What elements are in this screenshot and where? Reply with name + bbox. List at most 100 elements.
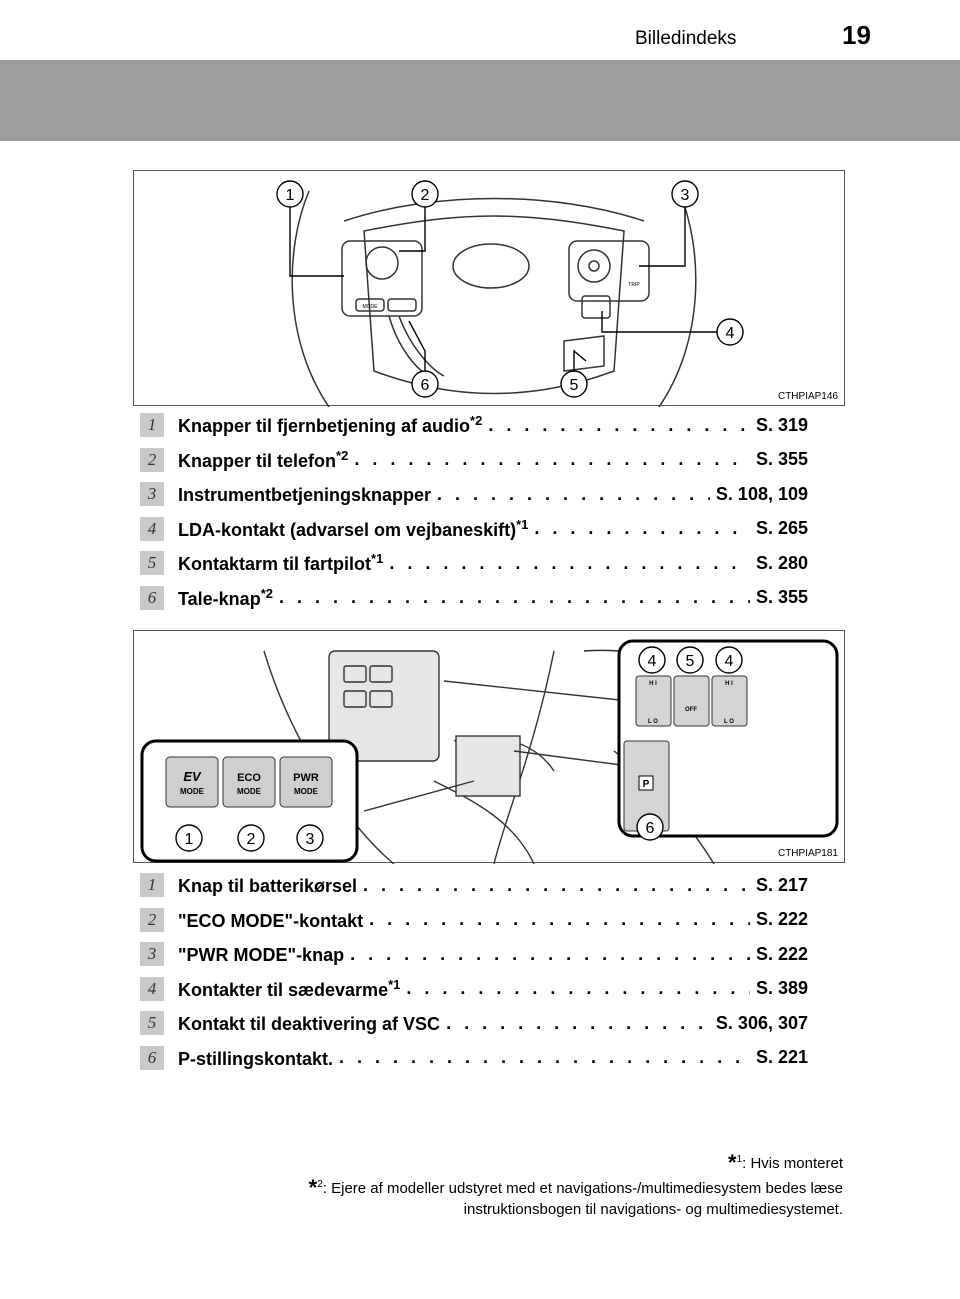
mode-button-text: MODE [363,304,379,310]
item-label: "ECO MODE"-kontakt [178,910,364,931]
fig2-callout-4a-text: 4 [648,653,657,670]
callout-1-text: 1 [286,187,295,204]
fig2-callout-3 [296,824,324,852]
item-label: Knapper til fjernbetjening af audio*2 [178,413,483,437]
pwr-label: PWR [293,772,319,784]
trip-button-text: TRIP [628,282,640,288]
pwr-mode-label: MODE [294,787,319,796]
item-number: 6 [140,1045,164,1070]
list-item: 2 Knapper til telefon*2 . . . . . . . . … [140,443,808,478]
eco-mode-label: MODE [237,787,262,796]
page-reference[interactable]: S. 280 [755,552,808,573]
leader-dots: . . . . . . . . . . . . . . . . . . . . … [339,1047,750,1068]
callout-3-text: 3 [681,187,690,204]
leader-dots: . . . . . . . . . . . . . . . . . . . . … [350,943,750,964]
pwr-mode-button [279,756,333,808]
right-switch-panel [568,240,650,302]
list-item: 5 Kontakt til deaktivering af VSC . . . … [140,1006,808,1041]
item-number: 4 [140,516,164,541]
leader-dots: . . . . . . . . . . . . . . . . . . . . … [363,874,750,895]
mode-button [355,298,385,312]
fig2-callout-5 [676,646,704,674]
header-section-title: Billedindeks [635,28,737,49]
hi-label-left: H I [649,681,657,687]
steering-wheel-illustration: 1 2 3 4 5 6 MODE TRIP CTHPIAP146 [133,170,845,407]
fig2-callout-1-text: 1 [185,831,194,848]
item-number: 6 [140,585,164,610]
page-reference[interactable]: S. 222 [755,909,808,930]
callout-6 [411,370,439,398]
leader-dots: . . . . . . . . . . . . . . . . . . . . … [488,414,750,435]
leader-dots: . . . . . . . . . . . . . . . . . . . . … [406,978,750,999]
fig2-callout-4a [638,646,666,674]
item-label: Tale-knap*2 [178,585,273,609]
list-item: 4 LDA-kontakt (advarsel om vejbaneskift)… [140,512,808,547]
callout-6-text: 6 [421,377,430,394]
item-label: "PWR MODE"-knap [178,945,345,966]
page-reference[interactable]: S. 221 [755,1047,808,1068]
center-console-illustration: EV MODE ECO MODE PWR MODE H I L O OFF H … [133,630,845,864]
item-number: 2 [140,447,164,472]
logo-emblem [452,243,530,289]
page-reference[interactable]: S. 306, 307 [715,1012,808,1033]
eco-label: ECO [237,772,261,784]
item-label: Knapper til telefon*2 [178,447,349,471]
list-item: 1 Knap til batterikørsel . . . . . . . .… [140,868,808,903]
eco-mode-button [222,756,276,808]
off-label: OFF [685,707,697,713]
page-reference[interactable]: S. 355 [755,449,808,470]
steering-switch-list: 1 Knapper til fjernbetjening af audio*2 … [140,408,808,615]
callout-5-text: 5 [570,377,579,394]
item-number: 3 [140,942,164,967]
talk-button [387,298,417,312]
callout-2-text: 2 [421,187,430,204]
item-label: Kontakt til deaktivering af VSC [178,1014,441,1035]
item-label: P-stillingskontakt. [178,1048,334,1069]
page-reference[interactable]: S. 389 [755,978,808,999]
vsc-off-switch [673,675,710,727]
ev-mode-label: MODE [180,787,205,796]
figure1-callouts [276,180,744,398]
list-item: 6 Tale-knap*2 . . . . . . . . . . . . . … [140,581,808,616]
page-reference[interactable]: S. 355 [755,587,808,608]
cruise-lever [563,335,605,372]
leader-dots: . . . . . . . . . . . . . . . . . . . . … [354,449,750,470]
footnote-2: *2: Ejere af modeller udstyret med et na… [308,1175,843,1219]
right-dial [577,249,611,283]
item-label: Kontaktarm til fartpilot*1 [178,551,384,575]
leader-dots: . . . . . . . . . . . . . . . . . . . . … [278,587,750,608]
callout-3 [671,180,699,208]
seat-heater-right [711,675,748,727]
leader-dots: . . . . . . . . . . . . . . . . . . . . … [437,483,710,504]
figure2-code: CTHPIAP181 [777,848,838,859]
wheel-hub [363,215,625,395]
item-number: 2 [140,907,164,932]
list-item: 1 Knapper til fjernbetjening af audio*2 … [140,408,808,443]
ev-label: EV [183,769,202,784]
fig2-callout-5-text: 5 [686,653,695,670]
callout-4 [716,318,744,346]
list-item: 3 Instrumentbetjeningsknapper . . . . . … [140,477,808,512]
page-reference[interactable]: S. 319 [755,414,808,435]
page-number: 19 [842,20,871,50]
seat-heater-left [635,675,672,727]
page-reference[interactable]: S. 265 [755,518,808,539]
page-reference[interactable]: S. 108, 109 [715,483,808,504]
item-label: LDA-kontakt (advarsel om vejbaneskift)*1 [178,516,529,540]
wheel-rim-right [658,190,697,407]
left-switch-panel [341,240,423,317]
item-number: 4 [140,976,164,1001]
item-number: 5 [140,1011,164,1036]
callout-2 [411,180,439,208]
page-reference[interactable]: S. 222 [755,943,808,964]
figure1-code: CTHPIAP146 [777,391,838,402]
leader-dots: . . . . . . . . . . . . . . . . . . . . … [534,518,750,539]
fig2-callout-2 [237,824,265,852]
fig2-callout-6 [636,813,664,841]
page-reference[interactable]: S. 217 [755,874,808,895]
fig2-callout-1 [175,824,203,852]
list-item: 2 "ECO MODE"-kontakt . . . . . . . . . .… [140,903,808,938]
left-dial [365,246,399,280]
fig2-callout-6-text: 6 [646,820,655,837]
console-switch-list: 1 Knap til batterikørsel . . . . . . . .… [140,868,808,1075]
